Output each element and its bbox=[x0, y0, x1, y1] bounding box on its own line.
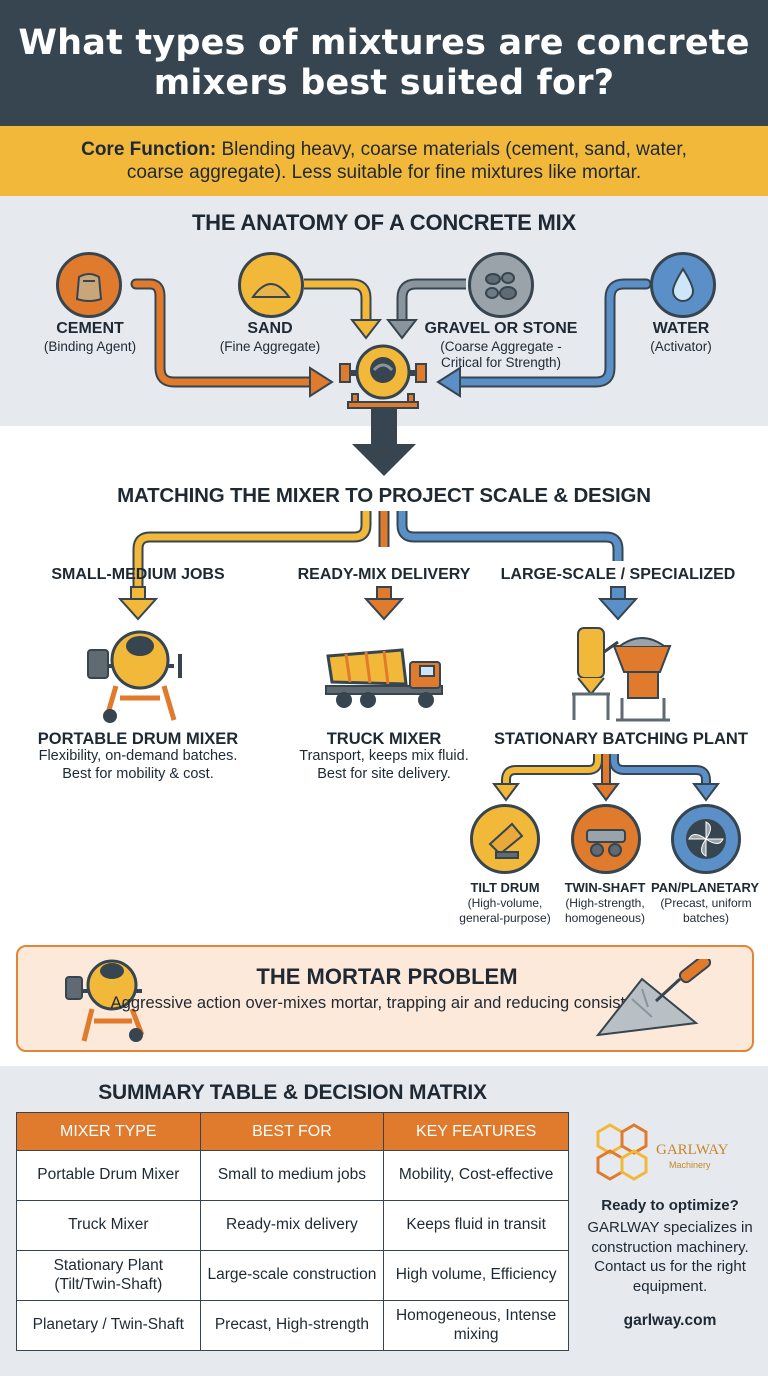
mixer-name-portable-drum: PORTABLE DRUM MIXER bbox=[37, 730, 239, 748]
summary-title: SUMMARY TABLE & DECISION MATRIX bbox=[98, 1081, 487, 1104]
ingredient-desc-cement: (Binding Agent) bbox=[43, 339, 137, 354]
table-header-key-features: KEY FEATURES bbox=[383, 1112, 569, 1151]
portable-drum-mixer-icon bbox=[87, 630, 182, 723]
gravel-icon bbox=[468, 252, 534, 318]
ingredient-desc-gravel: (Coarse Aggregate - Critical for Strengt… bbox=[440, 339, 562, 371]
table-row: Truck Mixer Ready-mix delivery Keeps flu… bbox=[16, 1200, 569, 1251]
header-banner: What types of mixtures are concrete mixe… bbox=[0, 0, 768, 126]
water-drop-icon bbox=[650, 252, 716, 318]
category-label-large-scale: LARGE-SCALE / SPECIALIZED bbox=[500, 566, 736, 583]
cta-title: Ready to optimize? bbox=[601, 1197, 739, 1214]
ingredient-name-sand: SAND bbox=[247, 320, 293, 337]
table-row: Portable Drum Mixer Small to medium jobs… bbox=[16, 1150, 569, 1201]
ingredient-desc-water: (Activator) bbox=[650, 339, 712, 354]
anatomy-flow-arrows bbox=[130, 278, 652, 476]
table-cell: Keeps fluid in transit bbox=[383, 1200, 569, 1251]
decision-matrix-table: MIXER TYPE BEST FOR KEY FEATURES Portabl… bbox=[16, 1112, 569, 1351]
central-mixer-icon bbox=[339, 344, 427, 409]
table-cell: Precast, High-strength bbox=[199, 1300, 385, 1351]
plant-subtype-arrows bbox=[492, 754, 720, 802]
sand-pile-icon bbox=[238, 252, 304, 318]
subtype-name-tilt-drum: TILT DRUM bbox=[470, 880, 540, 895]
table-cell: Truck Mixer bbox=[16, 1200, 201, 1251]
table-header-best-for: BEST FOR bbox=[199, 1112, 385, 1151]
mortar-problem-box: THE MORTAR PROBLEM Aggressive action ove… bbox=[16, 945, 754, 1052]
core-function-text: Core Function: Blending heavy, coarse ma… bbox=[50, 138, 718, 184]
mixer-desc-truck: Transport, keeps mix fluid. Best for sit… bbox=[299, 748, 469, 783]
core-function-banner: Core Function: Blending heavy, coarse ma… bbox=[0, 126, 768, 196]
brand-subtitle: Machinery bbox=[669, 1160, 711, 1170]
subtype-name-pan-planetary: PAN/PLANETARY bbox=[650, 880, 760, 895]
ingredient-name-water: WATER bbox=[652, 320, 710, 337]
page-title: What types of mixtures are concrete mixe… bbox=[18, 22, 750, 103]
table-row: Planetary / Twin-Shaft Precast, High-str… bbox=[16, 1300, 569, 1351]
table-cell: Large-scale construction bbox=[199, 1250, 385, 1301]
hexagon-logo-icon bbox=[596, 1123, 648, 1181]
subtype-desc-tilt-drum: (High-volume, general-purpose) bbox=[459, 896, 551, 925]
mixer-name-truck: TRUCK MIXER bbox=[326, 730, 442, 748]
mortar-title: THE MORTAR PROBLEM bbox=[256, 964, 518, 989]
table-cell: Small to medium jobs bbox=[199, 1150, 385, 1201]
subtype-desc-twin-shaft: (High-strength, homogeneous) bbox=[564, 896, 646, 925]
category-down-arrows bbox=[117, 586, 639, 621]
website-link[interactable]: garlway.com bbox=[623, 1312, 717, 1329]
matching-flow-arrows bbox=[132, 511, 624, 591]
table-cell: Ready-mix delivery bbox=[199, 1200, 385, 1251]
cta-text: GARLWAY specializes in construction mach… bbox=[587, 1219, 753, 1295]
batching-plant-icon bbox=[572, 627, 672, 722]
table-row: Stationary Plant (Tilt/Twin-Shaft) Large… bbox=[16, 1250, 569, 1301]
subtype-desc-pan-planetary: (Precast, uniform batches) bbox=[660, 896, 752, 925]
table-cell: Planetary / Twin-Shaft bbox=[16, 1300, 201, 1351]
garlway-logo: GARLWAY Machinery bbox=[594, 1123, 754, 1181]
table-cell: Portable Drum Mixer bbox=[16, 1150, 201, 1201]
twin-shaft-icon bbox=[571, 804, 641, 874]
ingredient-name-gravel: GRAVEL OR STONE bbox=[424, 320, 578, 337]
core-function-label: Core Function: bbox=[81, 138, 217, 160]
mortar-desc: Aggressive action over-mixes mortar, tra… bbox=[110, 994, 664, 1012]
core-function-body: Blending heavy, coarse materials (cement… bbox=[126, 138, 687, 183]
ingredient-desc-sand: (Fine Aggregate) bbox=[219, 339, 321, 354]
anatomy-title: THE ANATOMY OF A CONCRETE MIX bbox=[191, 210, 577, 235]
tilt-drum-icon bbox=[470, 804, 540, 874]
category-label-small-medium: SMALL-MEDIUM JOBS bbox=[51, 566, 225, 583]
table-cell: Mobility, Cost-effective bbox=[383, 1150, 569, 1201]
table-cell: Homogeneous, Intense mixing bbox=[383, 1300, 569, 1351]
brand-name: GARLWAY bbox=[656, 1142, 729, 1158]
cement-bag-icon bbox=[56, 252, 122, 318]
table-cell: High volume, Efficiency bbox=[383, 1250, 569, 1301]
table-cell: Stationary Plant (Tilt/Twin-Shaft) bbox=[16, 1250, 201, 1301]
matching-title: MATCHING THE MIXER TO PROJECT SCALE & DE… bbox=[117, 484, 651, 507]
trowel-icon bbox=[595, 959, 712, 1037]
category-label-ready-mix: READY-MIX DELIVERY bbox=[297, 566, 471, 583]
mixer-desc-portable-drum: Flexibility, on-demand batches. Best for… bbox=[38, 748, 238, 783]
table-header-mixer-type: MIXER TYPE bbox=[16, 1112, 201, 1151]
mortar-mixer-icon bbox=[65, 959, 145, 1042]
subtype-name-twin-shaft: TWIN-SHAFT bbox=[564, 880, 646, 895]
table-header-row: MIXER TYPE BEST FOR KEY FEATURES bbox=[16, 1112, 569, 1151]
mixer-name-batching-plant: STATIONARY BATCHING PLANT bbox=[494, 730, 748, 748]
pan-planetary-icon bbox=[671, 804, 741, 874]
truck-mixer-icon bbox=[325, 648, 443, 708]
ingredient-name-cement: CEMENT bbox=[56, 320, 124, 337]
